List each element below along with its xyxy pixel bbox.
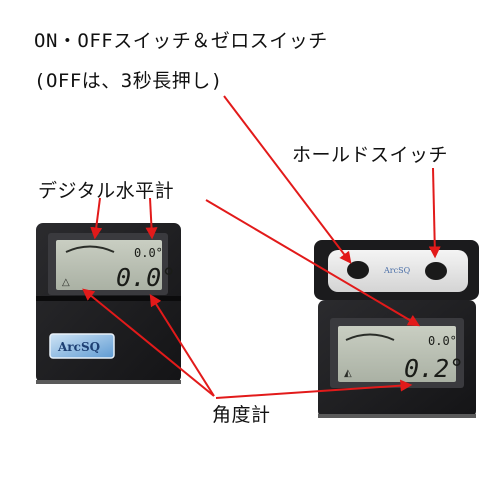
right-lcd-small-readout: 0.0° [428, 334, 457, 348]
left-brand-label: ArcSQ [57, 340, 100, 354]
right-lcd-arc-icon [345, 333, 395, 341]
annotation-arrows [82, 95, 441, 399]
left-lcd-screen [56, 240, 162, 290]
right-device: ArcSQ ◭ 0.0° 0.2° [314, 240, 479, 418]
right-device-shadow [318, 414, 476, 418]
arrow-to-onoff-button [223, 95, 352, 264]
left-lcd-small-readout: 0.0° [134, 246, 163, 260]
onoff-hold-note: (OFFは、3秒長押し) [34, 70, 223, 92]
onoff-zero-switch-label: ON・OFFスイッチ＆ゼロスイッチ [34, 30, 328, 52]
arrow-angle-left-a [82, 288, 215, 397]
arrow-digital-level-to-right-device [205, 199, 421, 327]
angle-meter-label: 角度計 [212, 404, 271, 426]
arrow-angle-left-b [149, 293, 215, 397]
arrow-angle-right [215, 379, 413, 399]
left-lcd-triangle-icon: △ [62, 277, 70, 288]
arrow-to-hold-button [428, 167, 441, 259]
hold-button[interactable] [425, 262, 447, 280]
right-lcd-triangle-icon: ◭ [344, 368, 352, 379]
onoff-zero-button[interactable] [347, 261, 369, 279]
left-device: △ 0.0° 0.0° ArcSQ [36, 223, 181, 384]
hold-switch-label: ホールドスイッチ [292, 144, 449, 166]
right-lcd-screen [338, 326, 456, 382]
right-lcd-large-readout: 0.2° [404, 354, 464, 383]
right-top-plate [328, 250, 468, 292]
arrow-digital-level-left [90, 197, 103, 240]
left-device-shadow [36, 380, 181, 384]
right-top-brand-label: ArcSQ [383, 266, 411, 275]
digital-level-label: デジタル水平計 [38, 180, 175, 202]
left-lcd-arc-icon [65, 245, 115, 253]
left-brand-badge [49, 333, 115, 359]
left-device-seam [36, 296, 181, 301]
arrow-digital-level-right [145, 197, 158, 240]
left-lcd-large-readout: 0.0° [116, 263, 176, 292]
